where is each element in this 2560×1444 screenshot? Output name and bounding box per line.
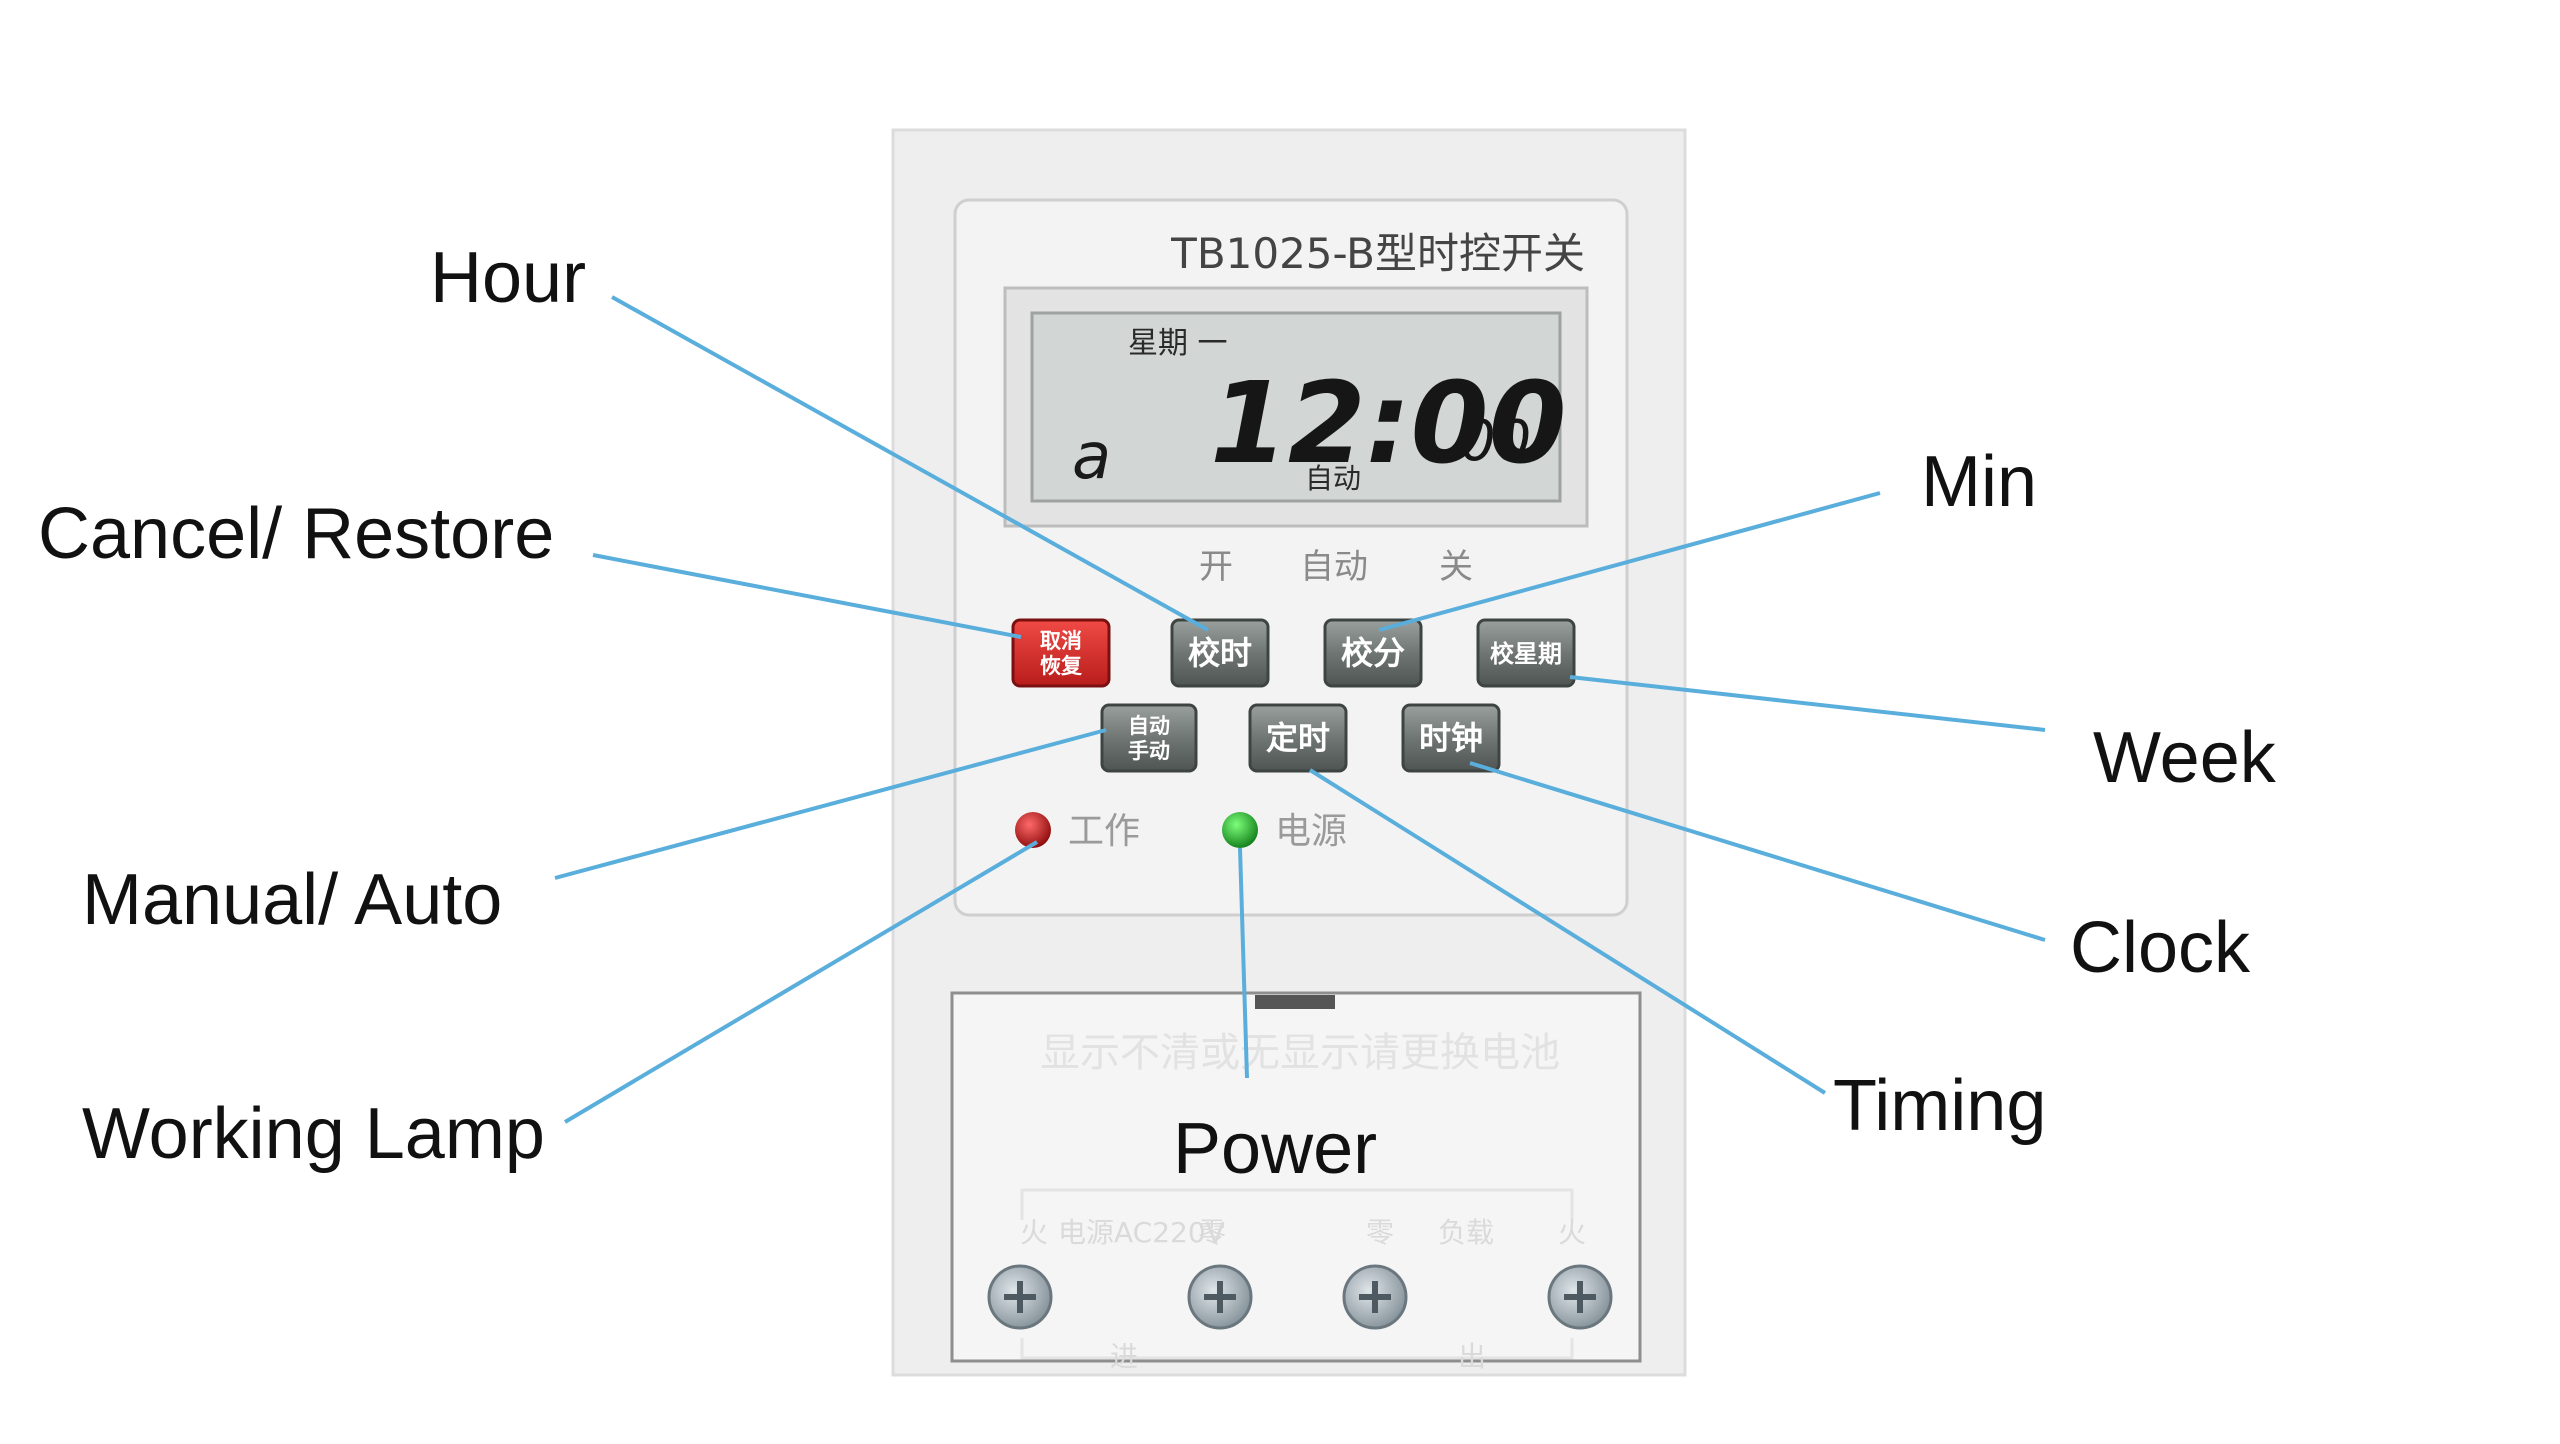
hour-button-label: 校时: [1188, 634, 1252, 672]
power-led: [1222, 812, 1258, 848]
cancel-restore-button[interactable]: 取消 恢复: [1011, 618, 1111, 688]
terminal-cover: [950, 991, 1642, 1363]
cancel-restore-line1: 取消: [1040, 629, 1082, 653]
terminal-label-out: 出: [1458, 1340, 1486, 1373]
lcd-day-code: a: [1072, 420, 1111, 494]
terminal-label-power-spec: 电源AC220V: [1058, 1216, 1225, 1249]
cancel-restore-line2: 恢复: [1040, 654, 1083, 678]
terminal-screw-3[interactable]: [1342, 1264, 1408, 1330]
auto-manual-line2: 手动: [1128, 739, 1170, 763]
terminal-screw-1[interactable]: [987, 1264, 1053, 1330]
terminal-label-fire-right: 火: [1558, 1216, 1586, 1249]
terminal-label-in: 进: [1110, 1340, 1138, 1373]
leader-line-cancel-restore: [592, 553, 1022, 639]
terminal-screw-4[interactable]: [1547, 1264, 1613, 1330]
clock-button-label: 时钟: [1419, 719, 1483, 757]
leader-line-hour: [611, 295, 1209, 632]
cover-latch: [1255, 995, 1335, 1009]
callout-clock: Clock: [2070, 908, 2251, 988]
callout-week: Week: [2093, 718, 2276, 798]
timing-button[interactable]: 定时: [1248, 703, 1348, 773]
lcd-seconds: 00: [1460, 409, 1531, 474]
minute-button-label: 校分: [1341, 634, 1405, 672]
auto-manual-button[interactable]: 自动 手动: [1100, 703, 1198, 773]
callout-working-lamp: Working Lamp: [82, 1094, 545, 1174]
terminal-label-zero-right: 零: [1366, 1216, 1394, 1249]
work-led-label: 工作: [1068, 811, 1140, 852]
model-label: TB1025-B型时控开关: [1170, 229, 1585, 278]
lcd-screen: [1030, 311, 1562, 503]
auto-manual-line1: 自动: [1128, 714, 1170, 738]
terminal-label-load: 负载: [1438, 1216, 1494, 1249]
callout-manual-auto: Manual/ Auto: [82, 860, 503, 940]
leader-line-week: [1569, 675, 2046, 732]
leader-line-clock: [1469, 761, 2046, 942]
hour-button[interactable]: 校时: [1170, 618, 1270, 688]
week-button-label: 校星期: [1490, 640, 1562, 668]
callout-power: Power: [1173, 1109, 1378, 1189]
callout-hour: Hour: [430, 238, 587, 318]
leader-line-min: [1378, 491, 1881, 632]
leader-line-manual-auto: [554, 728, 1107, 880]
terminal-screw-2[interactable]: [1187, 1264, 1253, 1330]
terminal-bracket-bottom: [1020, 1338, 1574, 1360]
work-led: [1015, 812, 1051, 848]
leader-line-power: [1238, 847, 1249, 1079]
terminal-bracket-top: [1020, 1188, 1574, 1220]
lcd-mode: 自动: [1305, 462, 1361, 495]
mode-label-auto: 自动: [1300, 547, 1368, 587]
leader-line-timing: [1308, 768, 1827, 1095]
mode-label-off: 关: [1439, 547, 1473, 587]
lcd-weekday: 星期 一: [1128, 326, 1228, 361]
mode-label-on: 开: [1199, 547, 1233, 587]
callout-cancel-restore: Cancel/ Restore: [38, 494, 555, 574]
terminal-label-zero-left: 零: [1198, 1216, 1226, 1249]
callout-timing: Timing: [1833, 1066, 2047, 1146]
callout-min: Min: [1921, 442, 2038, 522]
power-led-label: 电源: [1275, 811, 1347, 852]
battery-notice: 显示不清或无显示请更换电池: [1040, 1030, 1560, 1076]
clock-button[interactable]: 时钟: [1401, 703, 1501, 773]
leader-line-working-lamp: [563, 840, 1039, 1124]
minute-button[interactable]: 校分: [1323, 618, 1423, 688]
week-button[interactable]: 校星期: [1476, 618, 1576, 688]
lcd-time: 12:00: [1210, 359, 1567, 489]
timing-button-label: 定时: [1266, 719, 1330, 757]
terminal-label-fire-left: 火: [1020, 1216, 1048, 1249]
